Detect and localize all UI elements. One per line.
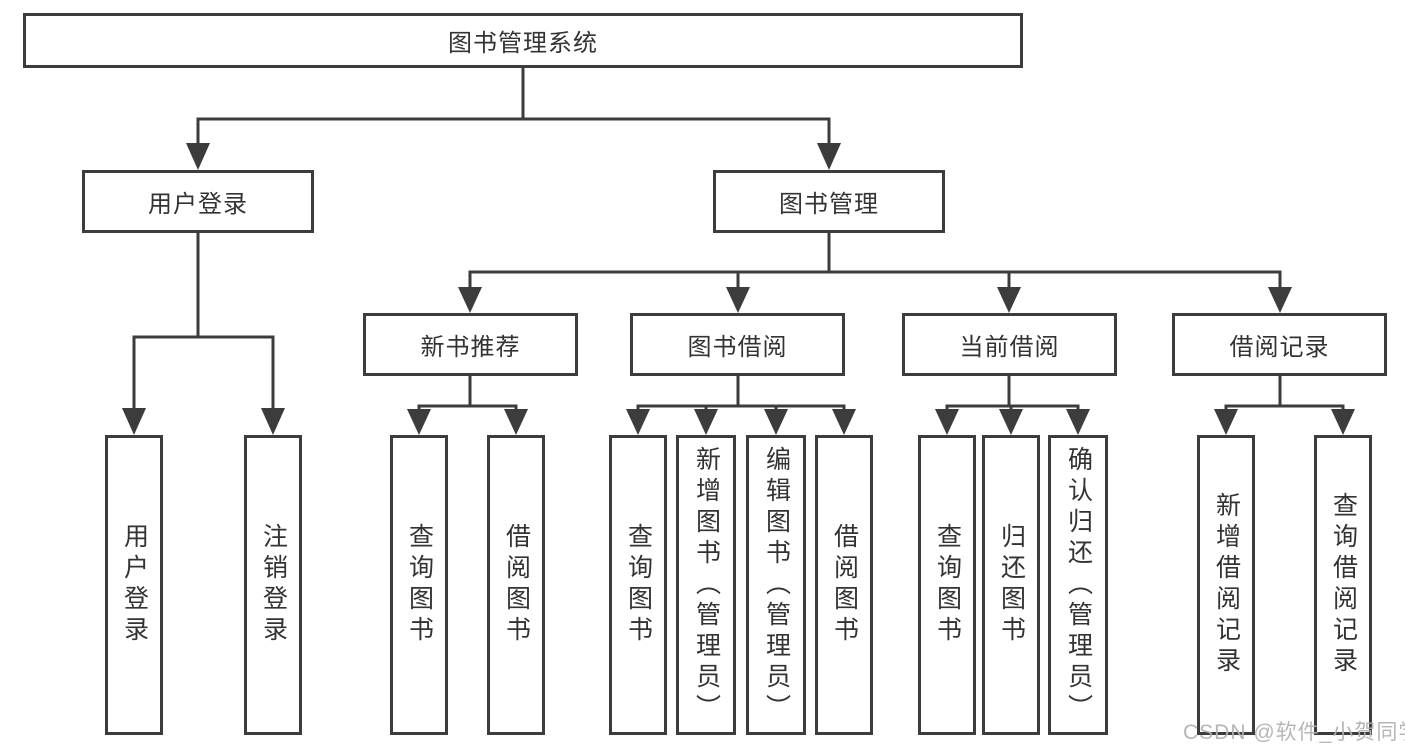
arrow-down	[764, 409, 788, 435]
node-label: 注销登录	[259, 523, 288, 647]
node-label: 新书推荐	[420, 334, 521, 361]
node-label: 图书管理系统	[448, 30, 598, 57]
node-label: 查询借阅记录	[1329, 492, 1358, 678]
node-label: 当前借阅	[959, 334, 1060, 361]
arrow-down	[817, 143, 841, 170]
leaf-confirm-return-admin: 确认归还（管理员）	[1048, 435, 1108, 735]
connector-root-to-level2	[186, 68, 841, 170]
arrow-down	[1268, 287, 1292, 313]
leaf-query-borrow-record: 查询借阅记录	[1314, 435, 1372, 735]
node-label: 归还图书	[997, 523, 1026, 647]
leaf-borrow-books: 借阅图书	[815, 435, 873, 735]
leaf-edit-books-admin: 编辑图书（管理员）	[746, 435, 806, 735]
node-label: 借阅记录	[1229, 334, 1330, 361]
arrow-down	[261, 408, 285, 435]
csdn-watermark: CSDN @软件_小贺同学	[1183, 721, 1405, 744]
arrow-down	[186, 143, 210, 170]
node-label: 确认归还（管理员）	[1064, 445, 1093, 725]
leaf-query-books-current: 查询图书	[918, 435, 976, 735]
node-label: 借阅图书	[830, 523, 859, 647]
arrow-down	[626, 409, 650, 435]
leaf-query-books-borrowing: 查询图书	[609, 435, 667, 735]
node-label: 新增图书（管理员）	[692, 445, 721, 725]
node-label: 查询图书	[624, 523, 653, 647]
arrow-down	[1066, 409, 1090, 435]
connector-user-login-to-children	[122, 233, 285, 435]
connector-new-book-recommendation-children	[407, 376, 528, 435]
arrow-down	[504, 409, 528, 435]
node-book-management: 图书管理	[713, 170, 945, 233]
node-label: 图书管理	[779, 191, 879, 218]
leaf-user-login: 用户登录	[105, 435, 163, 735]
node-label: 借阅图书	[502, 523, 531, 647]
node-label: 查询图书	[933, 523, 962, 647]
node-label: 新增借阅记录	[1212, 492, 1241, 678]
arrow-down	[999, 409, 1023, 435]
connector-book-management-to-level3	[458, 233, 1292, 313]
arrow-down	[694, 409, 718, 435]
connector-borrowing-records-children	[1214, 376, 1355, 435]
arrow-down	[1331, 409, 1355, 435]
leaf-logout: 注销登录	[244, 435, 302, 735]
node-borrowing-records: 借阅记录	[1172, 313, 1387, 376]
node-label: 用户登录	[148, 191, 248, 218]
node-label: 查询图书	[405, 523, 434, 647]
node-label: 用户登录	[120, 523, 149, 647]
node-label: 图书借阅	[687, 334, 788, 361]
arrow-down	[832, 409, 856, 435]
arrow-down	[726, 287, 750, 313]
arrow-down	[997, 287, 1021, 313]
node-new-book-recommendation: 新书推荐	[363, 313, 578, 376]
node-label: 编辑图书（管理员）	[762, 445, 791, 725]
arrow-down	[122, 408, 146, 435]
node-user-login: 用户登录	[82, 170, 314, 233]
arrow-down	[935, 409, 959, 435]
arrow-down	[1214, 409, 1238, 435]
node-current-borrowing: 当前借阅	[902, 313, 1117, 376]
connector-current-borrowing-children	[935, 376, 1090, 435]
leaf-add-books-admin: 新增图书（管理员）	[676, 435, 736, 735]
connector-book-borrowing-children	[626, 376, 856, 435]
arrow-down	[458, 287, 482, 313]
leaf-add-borrow-record: 新增借阅记录	[1197, 435, 1255, 735]
arrow-down	[407, 409, 431, 435]
leaf-borrow-books-recommendation: 借阅图书	[487, 435, 545, 735]
leaf-return-books: 归还图书	[982, 435, 1040, 735]
node-library-management-system: 图书管理系统	[23, 13, 1023, 68]
node-book-borrowing: 图书借阅	[630, 313, 845, 376]
leaf-query-books-recommendation: 查询图书	[390, 435, 448, 735]
